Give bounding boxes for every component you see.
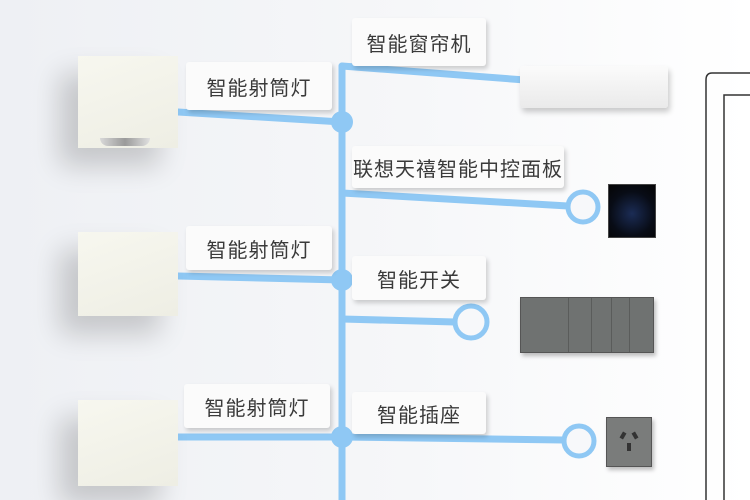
label-curtain: 智能窗帘机: [352, 18, 486, 66]
branch-panel: [338, 189, 572, 210]
spotlight-lens: [100, 138, 150, 146]
smart-switch-device: [520, 297, 654, 353]
label-control-panel: 联想天禧智能中控面板: [352, 146, 564, 188]
curtain-motor-device: [520, 66, 668, 108]
smart-socket-device: [606, 417, 652, 467]
control-panel-device: [608, 184, 656, 238]
branch-curtain: [338, 62, 529, 84]
port-node: [565, 189, 601, 225]
junction-node: [331, 269, 353, 291]
branch-spotlight-2: [174, 272, 346, 284]
branch-switch: [338, 315, 459, 326]
junction-node: [331, 111, 353, 133]
branch-socket: [338, 433, 567, 444]
outline-edge: [723, 94, 750, 500]
label-spotlight-2: 智能射筒灯: [186, 226, 332, 270]
junction-node: [331, 426, 353, 448]
label-spotlight-1: 智能射筒灯: [186, 62, 332, 110]
branch-spotlight-1: [174, 108, 346, 126]
spotlight-device-2: [78, 232, 178, 316]
outline-edge: [705, 72, 750, 500]
port-node: [452, 303, 490, 341]
port-node: [561, 423, 597, 459]
label-switch: 智能开关: [352, 256, 486, 300]
spotlight-device-3: [78, 400, 178, 486]
label-spotlight-3: 智能射筒灯: [184, 384, 330, 428]
spotlight-device-1: [78, 56, 178, 148]
label-socket: 智能插座: [352, 392, 486, 434]
